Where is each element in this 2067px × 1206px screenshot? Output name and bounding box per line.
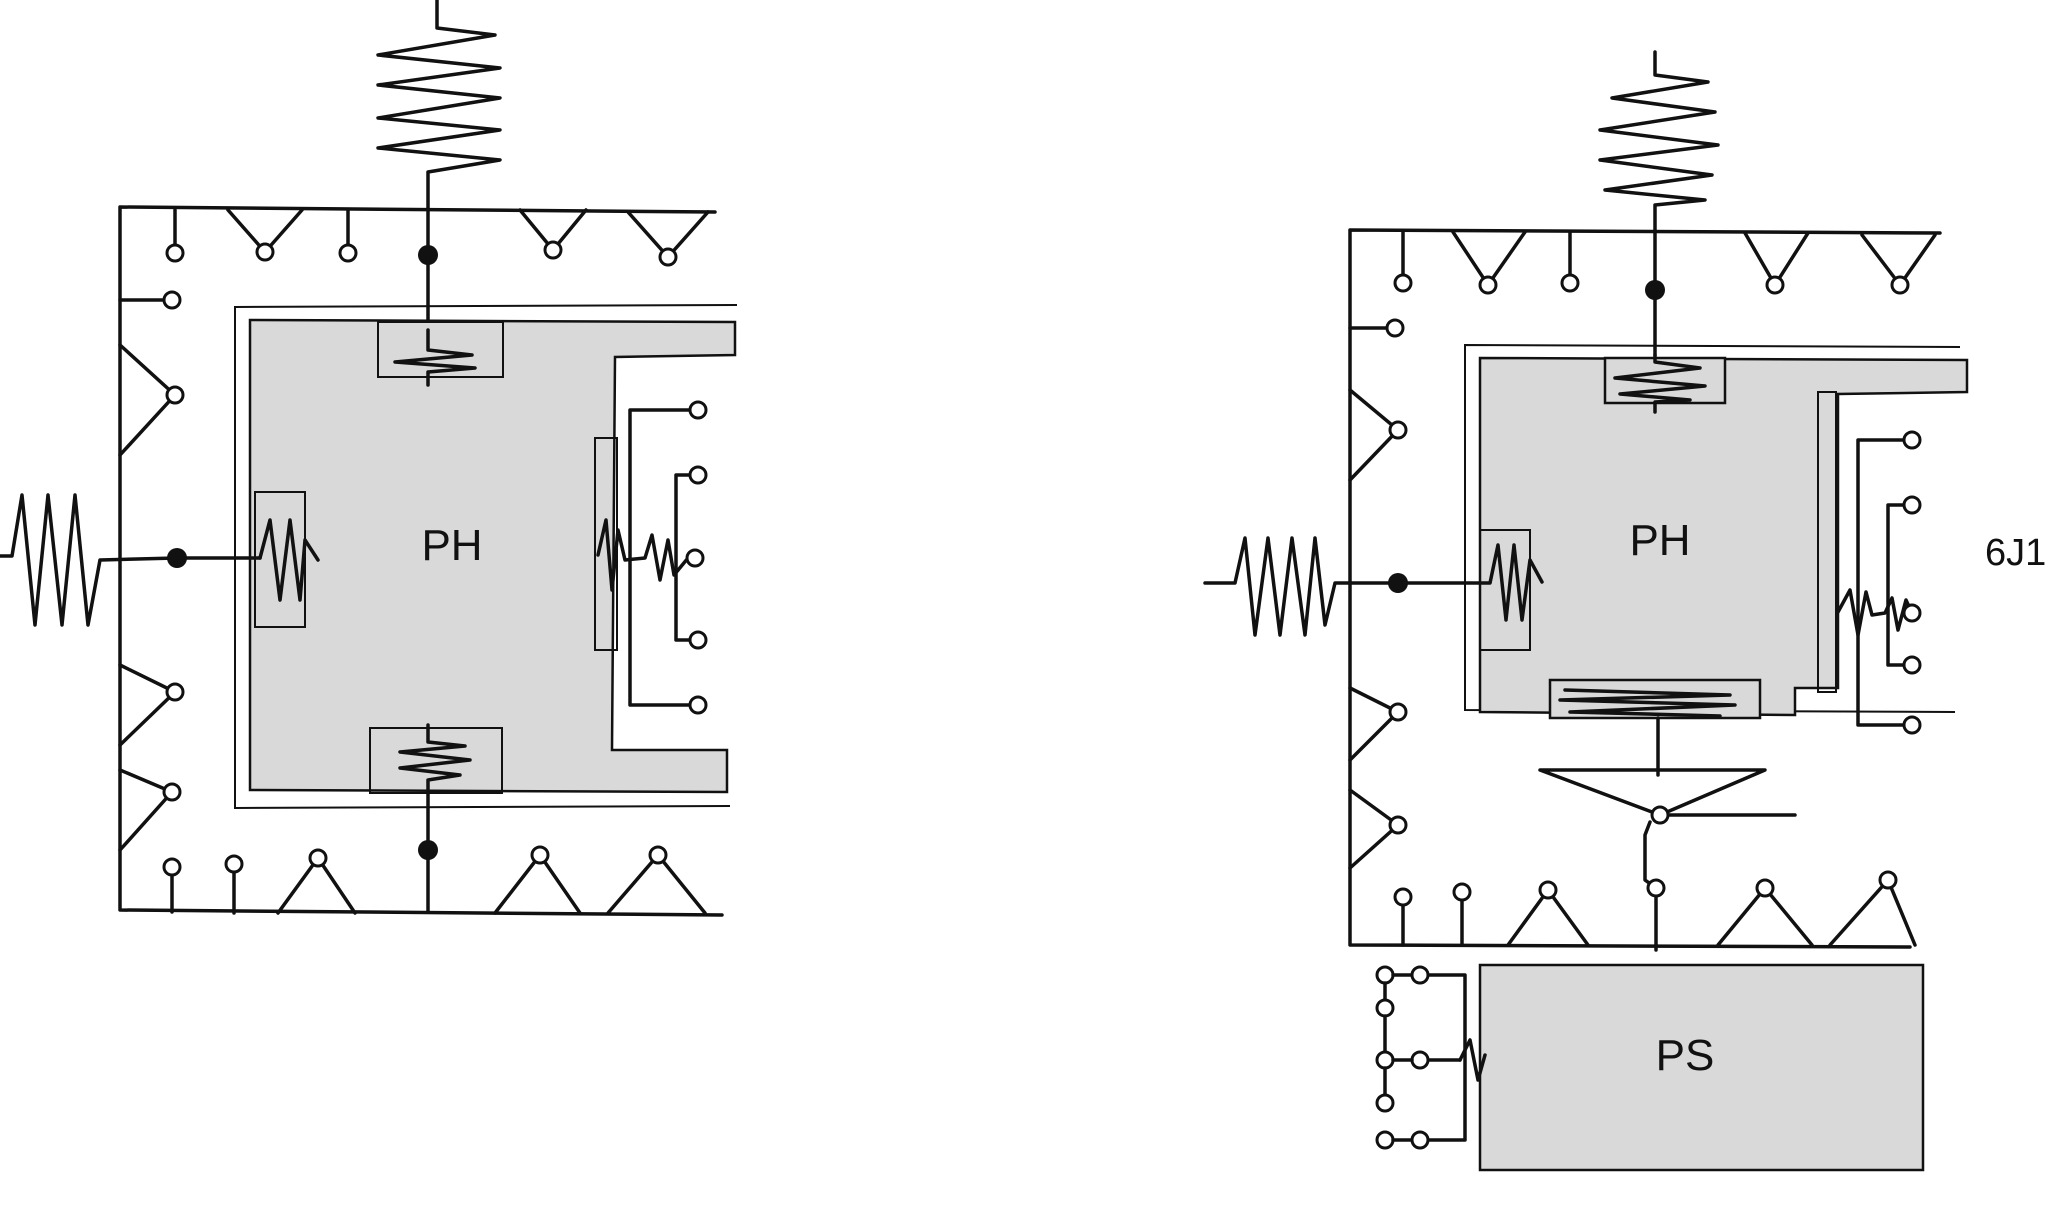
right-core-label: PH: [1629, 516, 1690, 565]
right-core: [1478, 356, 1969, 717]
figure-code: 6J1: [1985, 532, 2046, 574]
right-top-spring: [1598, 50, 1720, 292]
right-left-junction-dot: [1388, 573, 1408, 593]
right-left-external-spring: [1203, 536, 1400, 637]
right-outer-frame: [1348, 228, 1942, 949]
top-spring: [376, 0, 502, 257]
left-core-label: PH: [421, 521, 482, 570]
left-external-spring: [0, 493, 179, 627]
ps-label: PS: [1656, 1031, 1715, 1080]
ps-block: [1478, 963, 1925, 1172]
right-schematic: PH PS: [1203, 50, 1969, 1172]
left-core: [248, 318, 737, 794]
left-schematic: PH: [0, 0, 738, 917]
